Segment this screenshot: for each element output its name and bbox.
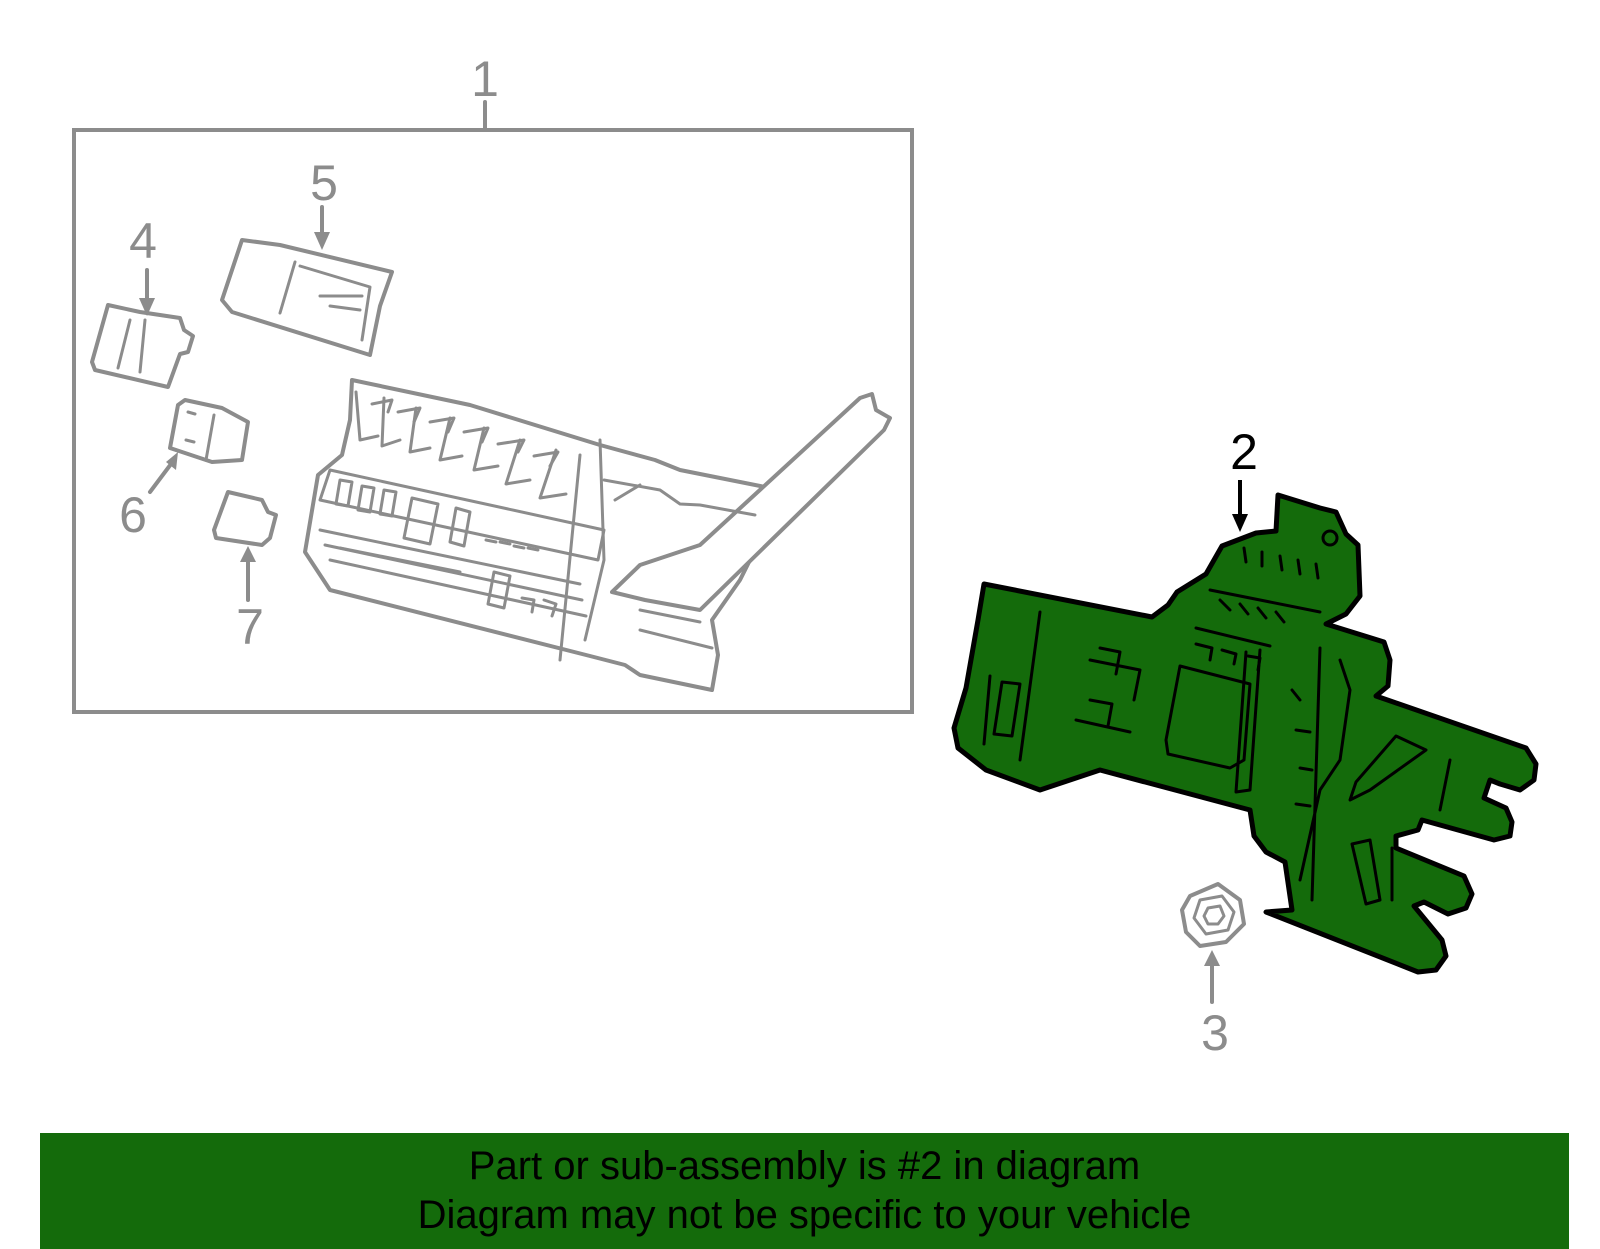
callout-2-group: 2 — [1230, 424, 1258, 532]
callout-4: 4 — [129, 213, 157, 269]
assembly-1-group: 1 — [72, 51, 914, 714]
callout-2: 2 — [1230, 424, 1258, 480]
info-banner: Part or sub-assembly is #2 in diagram Di… — [40, 1133, 1569, 1249]
part-3[interactable]: 3 — [1180, 882, 1246, 1061]
part-5[interactable]: 5 — [220, 155, 394, 357]
callout-6: 6 — [119, 487, 147, 543]
part-2[interactable] — [951, 492, 1539, 975]
callout-1: 1 — [471, 51, 499, 107]
part-4[interactable]: 4 — [90, 213, 195, 389]
callout-3: 3 — [1201, 1005, 1229, 1061]
banner-line-2: Diagram may not be specific to your vehi… — [417, 1193, 1192, 1237]
part-6[interactable]: 6 — [119, 398, 250, 543]
fuse-block — [303, 378, 892, 692]
banner-line-1: Part or sub-assembly is #2 in diagram — [468, 1144, 1141, 1188]
assembly-1-frame — [72, 128, 914, 714]
callout-5: 5 — [310, 155, 338, 211]
callout-7: 7 — [236, 599, 264, 655]
part-7[interactable]: 7 — [212, 490, 278, 655]
